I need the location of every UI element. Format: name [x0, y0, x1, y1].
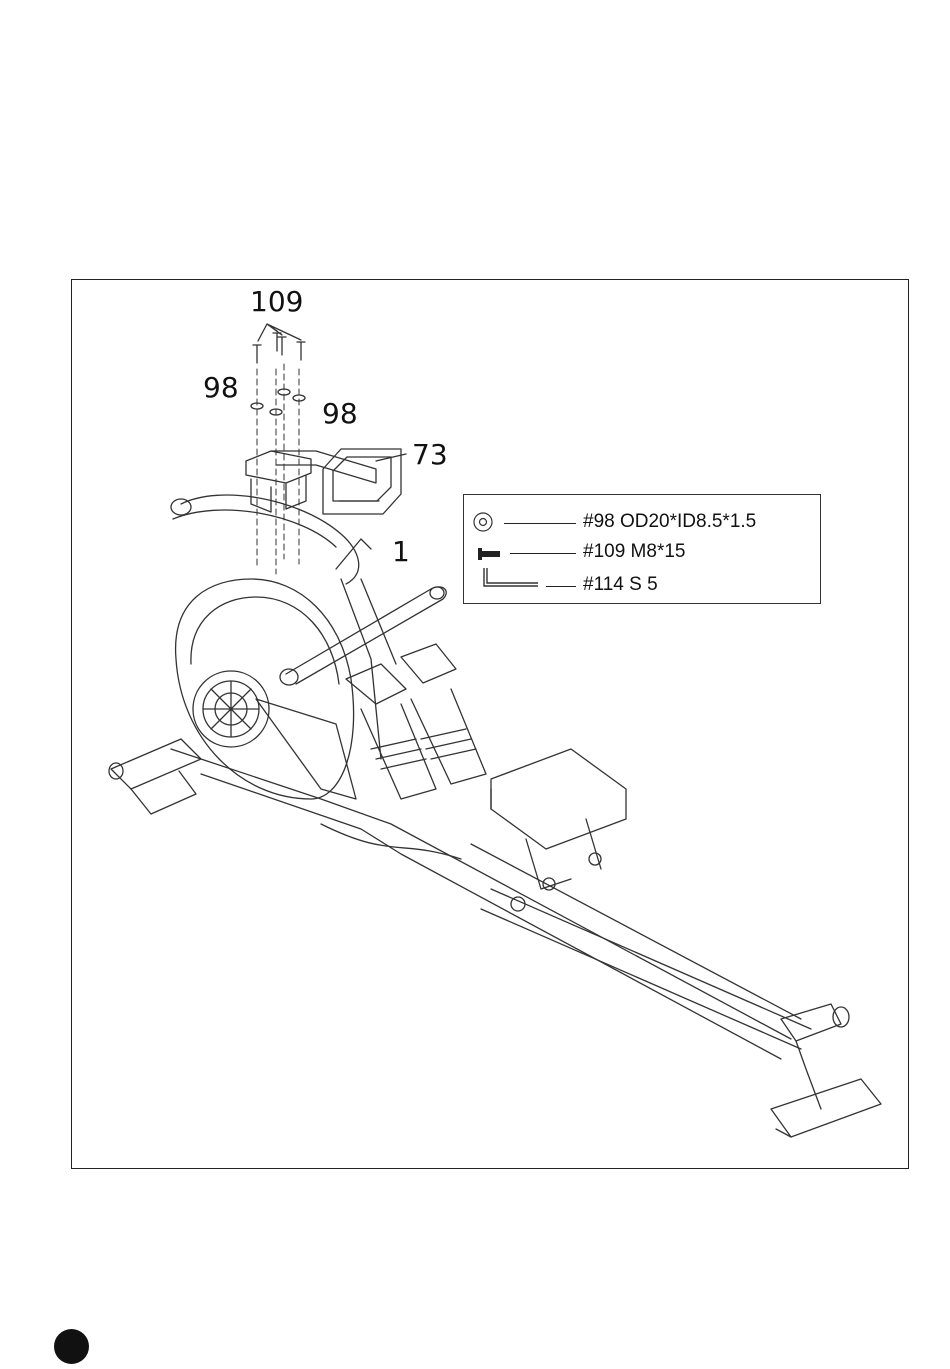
- page-marker-dot: [54, 1329, 89, 1364]
- legend-label-washer: #98 OD20*ID8.5*1.5: [583, 511, 756, 533]
- legend-leader-line: [504, 523, 576, 524]
- legend-leader-line: [546, 586, 576, 587]
- rowing-machine-drawing: [71, 279, 909, 1169]
- allen-key-icon: [481, 566, 541, 592]
- callout-109: 109: [250, 288, 303, 316]
- legend-row-washer: #98 OD20*ID8.5*1.5: [464, 509, 820, 537]
- bolt-icon: [477, 547, 501, 561]
- callout-98-left: 98: [203, 374, 239, 402]
- callout-98-right: 98: [322, 400, 358, 428]
- legend-row-bolt: #109 M8*15: [464, 539, 820, 567]
- washer-icon: [472, 511, 494, 533]
- callout-1: 1: [392, 538, 410, 566]
- legend-row-allen-key: #114 S 5: [464, 572, 820, 600]
- legend-leader-line: [510, 553, 576, 554]
- hardware-legend: #98 OD20*ID8.5*1.5 #109 M8*15 #114 S 5: [463, 494, 821, 604]
- callout-73: 73: [412, 441, 448, 469]
- legend-label-bolt: #109 M8*15: [583, 541, 685, 563]
- legend-label-allen-key: #114 S 5: [583, 574, 658, 596]
